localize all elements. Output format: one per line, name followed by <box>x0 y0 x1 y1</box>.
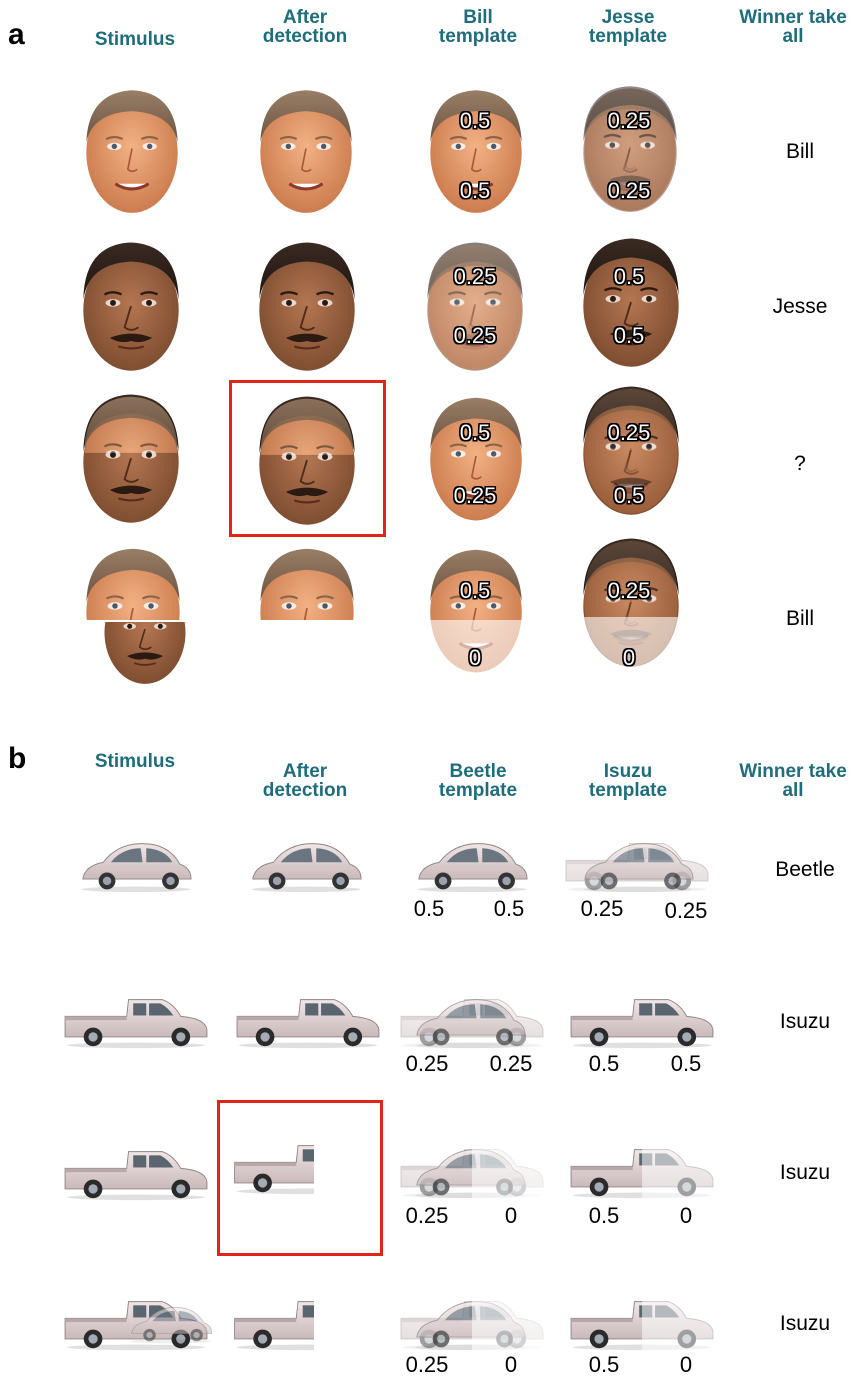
header-winner-line1: Winner take <box>718 8 866 27</box>
winner-b3: Isuzu <box>745 1161 865 1185</box>
score-b4-t2-left: 0.5 <box>569 1352 639 1378</box>
header-after-detection-b-line1: After <box>230 762 380 781</box>
header-template-2-b-line1: Isuzu <box>553 762 703 781</box>
score-a2-t1-top: 0.25 <box>440 264 510 290</box>
score-a2-t1-bottom: 0.25 <box>440 323 510 349</box>
template-car-isuzu <box>562 994 722 1050</box>
detected-face-jesse <box>254 236 360 374</box>
template-car-beetle <box>410 838 534 894</box>
header-template-1-line2: template <box>403 27 553 46</box>
score-a2-t2-bottom: 0.5 <box>594 323 664 349</box>
score-a4-t1-bottom: 0 <box>440 645 510 671</box>
detected-car-truck <box>228 994 388 1050</box>
score-b1-t2-right: 0.25 <box>651 898 721 924</box>
header-template-2: Jesse template <box>553 8 703 46</box>
score-a1-t2-top: 0.25 <box>594 108 664 134</box>
header-winner-line2: all <box>718 27 866 46</box>
header-winner-b-line1: Winner take <box>718 762 866 781</box>
header-template-1-b-line1: Beetle <box>403 762 553 781</box>
score-a4-t2-bottom: 0 <box>594 645 664 671</box>
header-template-2-line2: template <box>553 27 703 46</box>
header-winner-b: Winner take all <box>718 762 866 800</box>
score-a3-t2-bottom: 0.5 <box>594 483 664 509</box>
stimulus-face-bill <box>80 82 184 217</box>
score-a3-t2-top: 0.25 <box>594 420 664 446</box>
score-b4-t2-right: 0 <box>651 1352 721 1378</box>
winner-a3: ? <box>740 452 860 476</box>
template-car-beetle-partial <box>392 1144 552 1200</box>
header-winner-b-line2: all <box>718 781 866 800</box>
stimulus-car-composite <box>56 1146 216 1202</box>
header-stimulus: Stimulus <box>60 30 210 49</box>
detected-face-composite <box>254 390 360 528</box>
template-car-isuzu-blend <box>562 838 712 894</box>
stimulus-car-beetle <box>74 838 198 894</box>
score-a3-t1-top: 0.5 <box>440 420 510 446</box>
stimulus-face-split-bottom <box>100 622 190 690</box>
template-car-beetle-split <box>392 1296 552 1352</box>
template-face-bill-blend <box>422 236 528 374</box>
detected-car-beetle <box>244 838 368 894</box>
detected-face-bill <box>254 82 358 217</box>
panel-label-b: b <box>8 744 26 774</box>
header-after-detection-b-line2: detection <box>230 781 380 800</box>
stimulus-face-split-top <box>80 540 186 620</box>
header-after-detection: After detection <box>230 8 380 46</box>
header-template-1-line1: Bill <box>403 8 553 27</box>
score-b1-t2-left: 0.25 <box>567 896 637 922</box>
template-car-beetle-blend <box>392 994 552 1050</box>
score-a4-t1-top: 0.5 <box>440 578 510 604</box>
template-face-jesse <box>578 232 684 370</box>
score-a2-t2-top: 0.5 <box>594 264 664 290</box>
stimulus-car-split <box>56 1296 216 1352</box>
score-b3-t2-right: 0 <box>651 1203 721 1229</box>
detected-car-split-partial <box>228 1296 314 1352</box>
template-car-isuzu-partial <box>562 1144 722 1200</box>
panel-label-a: a <box>8 20 25 50</box>
header-template-1: Bill template <box>403 8 553 46</box>
detected-face-split-top <box>254 540 360 620</box>
stimulus-car-truck <box>56 994 216 1050</box>
score-b2-t1-right: 0.25 <box>476 1051 546 1077</box>
score-a4-t2-top: 0.25 <box>594 578 664 604</box>
score-b1-t1-left: 0.5 <box>394 896 464 922</box>
header-stimulus-b: Stimulus <box>60 752 210 771</box>
score-a1-t1-top: 0.5 <box>440 108 510 134</box>
header-template-2-line1: Jesse <box>553 8 703 27</box>
stimulus-face-jesse <box>78 236 184 374</box>
stimulus-face-composite <box>78 388 184 526</box>
score-a3-t1-bottom: 0.25 <box>440 483 510 509</box>
score-b3-t1-left: 0.25 <box>392 1203 462 1229</box>
score-b4-t1-right: 0 <box>476 1352 546 1378</box>
header-after-detection-line2: detection <box>230 27 380 46</box>
winner-b1: Beetle <box>745 858 865 882</box>
score-a1-t2-bottom: 0.25 <box>594 178 664 204</box>
score-b2-t1-left: 0.25 <box>392 1051 462 1077</box>
header-after-detection-line1: After <box>230 8 380 27</box>
score-b1-t1-right: 0.5 <box>474 896 544 922</box>
header-template-1-b: Beetle template <box>403 762 553 800</box>
header-winner: Winner take all <box>718 8 866 46</box>
winner-a1: Bill <box>740 140 860 164</box>
header-template-2-b-line2: template <box>553 781 703 800</box>
header-template-1-b-line2: template <box>403 781 553 800</box>
score-b4-t1-left: 0.25 <box>392 1352 462 1378</box>
template-car-isuzu-split <box>562 1296 722 1352</box>
score-a1-t1-bottom: 0.5 <box>440 178 510 204</box>
score-b2-t2-right: 0.5 <box>651 1051 721 1077</box>
winner-b2: Isuzu <box>745 1010 865 1034</box>
header-template-2-b: Isuzu template <box>553 762 703 800</box>
winner-a4: Bill <box>740 607 860 631</box>
winner-a2: Jesse <box>740 295 860 319</box>
score-b3-t2-left: 0.5 <box>569 1203 639 1229</box>
header-after-detection-b: After detection <box>230 762 380 800</box>
score-b3-t1-right: 0 <box>476 1203 546 1229</box>
winner-b4: Isuzu <box>745 1312 865 1336</box>
score-b2-t2-left: 0.5 <box>569 1051 639 1077</box>
detected-car-partial <box>228 1140 314 1196</box>
